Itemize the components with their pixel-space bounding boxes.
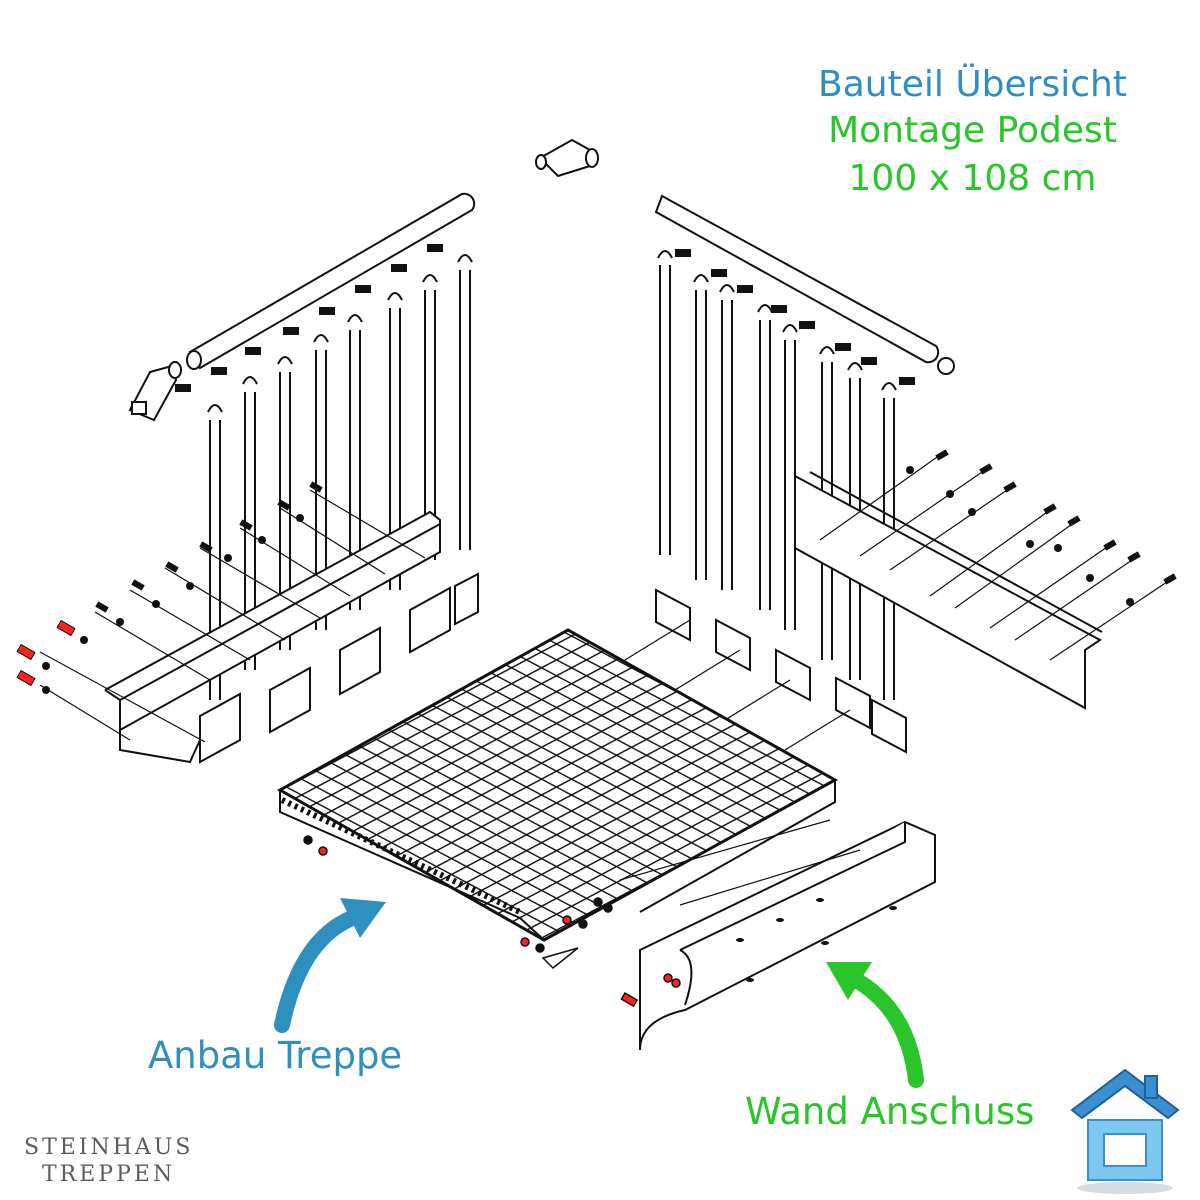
right-handrail-tube [654, 194, 955, 375]
wand-arrow [826, 962, 924, 1088]
title: Bauteil Übersicht [818, 64, 1127, 105]
left-corner-connector [128, 361, 182, 422]
left-highlight-screws [16, 619, 76, 687]
right-bolts [906, 449, 1177, 606]
brand-line-1: STEINHAUS [24, 1135, 194, 1160]
left-bolts [42, 481, 323, 694]
left-stringer-plate [104, 510, 441, 764]
anbau-arrow [274, 898, 386, 1033]
brand-line-2: TREPPEN [42, 1162, 176, 1187]
house-icon [1070, 1068, 1180, 1194]
dimensions: 100 x 108 cm [848, 158, 1097, 199]
left-railing-group [16, 192, 479, 764]
subtitle: Montage Podest [828, 110, 1117, 151]
anbau-label: Anbau Treppe [148, 1034, 403, 1077]
left-handrail-clamps [175, 244, 443, 392]
left-handrail-tube [186, 192, 476, 370]
right-railing-group [559, 194, 1177, 791]
right-stringer-plate [794, 471, 1103, 710]
right-handrail-clamps [675, 249, 915, 385]
elbow-connector [535, 138, 599, 178]
wall-connection-profile [619, 819, 936, 1051]
wand-label: Wand Anschuss [745, 1090, 1035, 1133]
right-balusters [657, 250, 897, 700]
platform-fasteners [303, 835, 681, 1008]
left-post-brackets [199, 572, 479, 764]
right-post-brackets [655, 588, 907, 754]
